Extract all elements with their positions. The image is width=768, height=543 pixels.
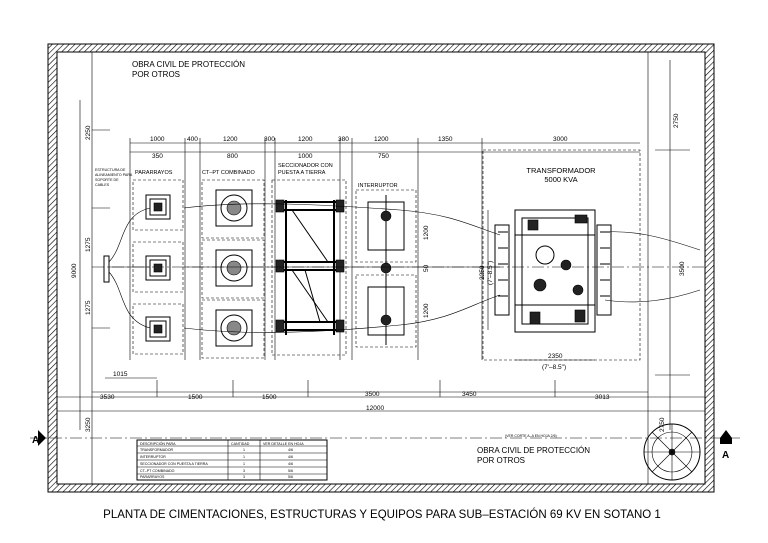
dim-transformer-height-ft: (7'–8.5") xyxy=(487,261,494,285)
dim-top: 1200 xyxy=(223,136,238,143)
section-label-left: A xyxy=(32,435,39,446)
dim-top: 3000 xyxy=(553,136,568,143)
dim-interruptor-lower: 1200 xyxy=(423,303,430,318)
dim-right-top: 2750 xyxy=(673,113,680,128)
dim-bottom: 3013 xyxy=(595,394,610,401)
bottom-dimensions: 3530 1500 1500 3500 3450 3013 12000 1015… xyxy=(100,353,610,412)
legend-cell: SECCIONADOR CON PUESTA A TIERRA xyxy=(140,462,208,466)
dim-left-offset: 1015 xyxy=(113,371,128,378)
dim-transformer-height: 2250 xyxy=(479,265,486,280)
dim-bottom: 3450 xyxy=(462,391,477,398)
dim-transformer-width-ft: (7'–8.5") xyxy=(542,364,566,371)
dim-right-mid: 3500 xyxy=(679,261,686,276)
section-markers xyxy=(38,430,732,446)
legend-cell: CT–PT COMBINADO xyxy=(140,469,175,473)
drawing-title: PLANTA DE CIMENTACIONES, ESTRUCTURAS Y E… xyxy=(103,508,661,521)
dim-left-mid: 1275 xyxy=(85,237,92,252)
label-interruptor: INTERRUPTOR xyxy=(358,183,398,189)
label-transformador-1: TRANSFORMADOR xyxy=(526,166,596,175)
legend-cell: 5/6 xyxy=(288,469,293,473)
dim-transformer-width: 2350 xyxy=(548,353,563,360)
label-transformador-2: 5000 KVA xyxy=(544,175,577,184)
dim-sub-top: 800 xyxy=(227,153,238,160)
legend-header: DESCRIPCIÓN PARA xyxy=(140,441,176,446)
label-seccionador-1: SECCIONADOR CON xyxy=(278,163,333,169)
dim-top: 380 xyxy=(338,136,349,143)
dim-top: 400 xyxy=(187,136,198,143)
legend-cell: 3 xyxy=(243,469,245,473)
dim-sub-top: 1000 xyxy=(298,153,313,160)
legend-text: DESCRIPCIÓN PARA CANTIDAD VER DETALLE EN… xyxy=(140,441,304,479)
legend-cell: TRANSFORMADOR xyxy=(140,448,174,452)
civil-note-top-line2: POR OTROS xyxy=(132,70,180,79)
top-dimensions: 1000 400 1200 300 1200 380 1200 1350 300… xyxy=(150,136,568,160)
legend-cell: 5/6 xyxy=(288,475,293,479)
interruptor-equipment xyxy=(355,189,417,348)
legend-cell: 4/6 xyxy=(288,448,293,452)
label-estructura-4: CABLES xyxy=(95,183,110,187)
label-estructura-1: ESTRUCTURA DE xyxy=(95,168,126,172)
section-reference: (VER CORTE A–A EN HOJA 2/6) xyxy=(505,434,557,438)
dim-left-total: 9000 xyxy=(71,263,78,278)
label-estructura-3: SOPORTE DE xyxy=(95,178,119,182)
cable-runs xyxy=(183,203,701,333)
dim-left-upper: 2250 xyxy=(85,125,92,140)
dim-top: 1350 xyxy=(438,136,453,143)
dim-total: 12000 xyxy=(366,405,384,412)
civil-note-bottom-line2: POR OTROS xyxy=(477,456,525,465)
dim-left-bottom: 3250 xyxy=(85,417,92,432)
civil-note-bottom-line1: OBRA CIVIL DE PROTECCIÓN xyxy=(477,446,590,455)
legend-cell: 1 xyxy=(243,455,245,459)
vertical-dimensions: 9000 2250 1275 1275 3250 2750 3500 2750 … xyxy=(71,113,686,432)
section-label-right: A xyxy=(722,450,729,461)
protection-wall xyxy=(47,43,715,493)
legend-cell: 1 xyxy=(243,462,245,466)
legend-cell: 4/6 xyxy=(288,455,293,459)
legend-cell: INTERRUPTOR xyxy=(140,455,166,459)
label-ct-pt: CT–PT COMBINADO xyxy=(202,170,255,176)
civil-note-top-line1: OBRA CIVIL DE PROTECCIÓN xyxy=(132,60,245,69)
north-compass-icon xyxy=(643,423,701,481)
legend-cell: 1 xyxy=(243,448,245,452)
dim-top: 300 xyxy=(264,136,275,143)
dim-left-lower: 1275 xyxy=(85,300,92,315)
legend-cell: 3 xyxy=(243,475,245,479)
dim-bottom: 1500 xyxy=(262,394,277,401)
pararrayos-column xyxy=(132,179,184,355)
label-pararrayos: PARARRAYOS xyxy=(135,170,173,176)
legend-header: VER DETALLE EN HOJA xyxy=(263,442,304,446)
dim-interruptor-center: 50 xyxy=(423,264,430,272)
dim-top: 1200 xyxy=(374,136,389,143)
legend-table xyxy=(136,439,328,481)
dim-sub-top: 350 xyxy=(152,153,163,160)
dim-bottom: 3500 xyxy=(365,391,380,398)
dim-top: 1200 xyxy=(298,136,313,143)
label-estructura-2: ALINEAMIENTO PARA xyxy=(95,173,133,177)
legend-cell: PARARRAYOS xyxy=(140,475,165,479)
label-seccionador-2: PUESTA A TIERRA xyxy=(278,170,326,176)
dim-bottom: 1500 xyxy=(188,394,203,401)
dim-sub-top: 750 xyxy=(378,153,389,160)
transformer-equipment xyxy=(482,149,641,361)
dim-interruptor-upper: 1200 xyxy=(423,225,430,240)
legend-cell: 4/6 xyxy=(288,462,293,466)
dim-right-bottom: 2750 xyxy=(659,417,666,432)
dim-bottom: 3530 xyxy=(100,394,115,401)
legend-header: CANTIDAD xyxy=(231,442,250,446)
cable-alignment-structure xyxy=(103,207,151,329)
dim-top: 1000 xyxy=(150,136,165,143)
